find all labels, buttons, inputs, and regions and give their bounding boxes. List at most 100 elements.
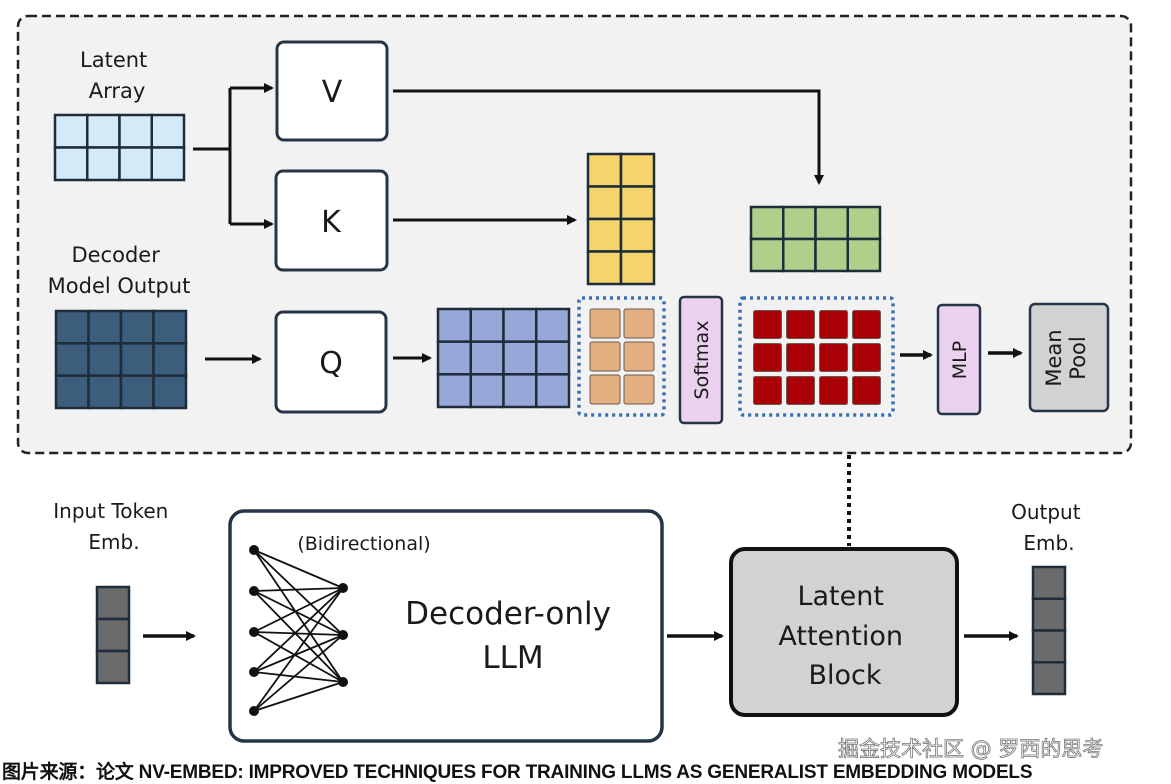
- scores-dotted-box: [577, 296, 666, 417]
- matrix-cell: [623, 308, 655, 339]
- matrix-cell: [535, 307, 571, 343]
- matrix-cell: [119, 342, 155, 377]
- matrix-cell: [819, 376, 848, 405]
- matrix-cell: [118, 113, 153, 149]
- matrix-cell: [589, 341, 621, 372]
- matrix-cell: [95, 617, 131, 653]
- q-projection-box: [274, 310, 388, 414]
- matrix-cell: [436, 373, 472, 409]
- mlp-label: MLP: [949, 341, 971, 379]
- matrix-cell: [619, 152, 656, 188]
- network-node: [249, 627, 259, 637]
- input-token-column: [95, 585, 131, 685]
- network-edge: [253, 587, 344, 592]
- decoder-output-grid: [54, 309, 188, 410]
- network-edge: [253, 590, 344, 636]
- matrix-cell: [623, 374, 655, 405]
- network-edge: [253, 671, 344, 683]
- matrix-cell: [749, 237, 785, 273]
- output-emb-column: [1031, 565, 1067, 696]
- network-node: [338, 583, 348, 593]
- matrix-cell: [469, 307, 505, 343]
- matrix-cell: [86, 113, 121, 149]
- v-label: V: [322, 75, 343, 110]
- input-token-label: Input Token Emb.: [53, 499, 174, 554]
- matrix-cell: [619, 250, 656, 286]
- q-label: Q: [319, 346, 343, 381]
- matrix-cell: [436, 307, 472, 343]
- matrix-cell: [814, 205, 849, 241]
- matrix-cell: [623, 341, 655, 372]
- matrix-cell: [819, 343, 848, 372]
- latent-array-grid: [53, 113, 186, 182]
- v-projection-box: [275, 40, 389, 142]
- matrix-cell: [586, 250, 623, 286]
- matrix-cell: [119, 374, 155, 410]
- matrix-cell: [1031, 565, 1067, 600]
- matrix-cell: [54, 309, 90, 345]
- k-projection-box: [274, 169, 389, 272]
- attention-output-grid: [753, 310, 881, 405]
- matrix-cell: [87, 309, 123, 345]
- matrix-cell: [753, 310, 782, 339]
- matrix-cell: [502, 307, 538, 343]
- matrix-cell: [86, 146, 121, 182]
- matrix-cell: [619, 185, 656, 221]
- figure-caption: 图片来源：论文 NV-EMBED: IMPROVED TECHNIQUES FO…: [2, 762, 1033, 783]
- network-edge: [253, 549, 344, 589]
- k-label: K: [321, 205, 342, 240]
- matrix-cell: [753, 376, 782, 405]
- matrix-cell: [589, 374, 621, 405]
- network-edge: [253, 634, 344, 673]
- network-node: [338, 630, 348, 640]
- matrix-cell: [819, 310, 848, 339]
- softmax-box: [678, 295, 724, 425]
- latent-array-label: Latent Array: [80, 48, 154, 103]
- network-edge: [253, 631, 344, 683]
- matrix-cell: [535, 373, 571, 409]
- network-edge: [253, 634, 344, 712]
- network-node: [249, 586, 259, 596]
- matrix-cell: [786, 310, 815, 339]
- matrix-cell: [53, 113, 89, 149]
- network-edge: [253, 631, 344, 636]
- matrix-cell: [469, 373, 505, 409]
- matrix-cell: [586, 152, 623, 188]
- matrix-cell: [152, 374, 188, 410]
- matrix-cell: [502, 340, 538, 376]
- matrix-cell: [589, 308, 621, 339]
- mean-label: Mean: [1042, 329, 1066, 386]
- matrix-cell: [846, 237, 882, 273]
- matrix-cell: [846, 205, 882, 241]
- network-edge: [253, 549, 344, 636]
- softmax-label: Softmax: [691, 321, 713, 400]
- matrix-cell: [782, 205, 817, 241]
- matrix-cell: [535, 340, 571, 376]
- matrix-cell: [852, 376, 881, 405]
- query-matrix-grid: [436, 307, 571, 409]
- bidirectional-network-icon: [249, 545, 348, 716]
- matrix-cell: [753, 343, 782, 372]
- matrix-cell: [749, 205, 785, 241]
- llm-label: Decoder-only LLM: [405, 596, 621, 676]
- scores-grid: [589, 308, 655, 405]
- matrix-cell: [586, 217, 623, 253]
- network-node: [249, 706, 259, 716]
- network-node: [338, 677, 348, 687]
- value-matrix-grid: [749, 205, 882, 273]
- matrix-cell: [150, 146, 186, 182]
- matrix-cell: [852, 310, 881, 339]
- matrix-cell: [814, 237, 849, 273]
- latent-attention-block-label: Latent Attention Block: [778, 581, 911, 691]
- matrix-cell: [1031, 661, 1067, 696]
- matrix-cell: [586, 185, 623, 221]
- network-edge: [253, 587, 344, 673]
- output-emb-label: Output Emb.: [1011, 500, 1087, 555]
- matrix-cell: [150, 113, 186, 149]
- matrix-cell: [502, 373, 538, 409]
- matrix-cell: [54, 374, 90, 410]
- latent-branch-line: [193, 88, 232, 224]
- matrix-cell: [782, 237, 817, 273]
- matrix-cell: [118, 146, 153, 182]
